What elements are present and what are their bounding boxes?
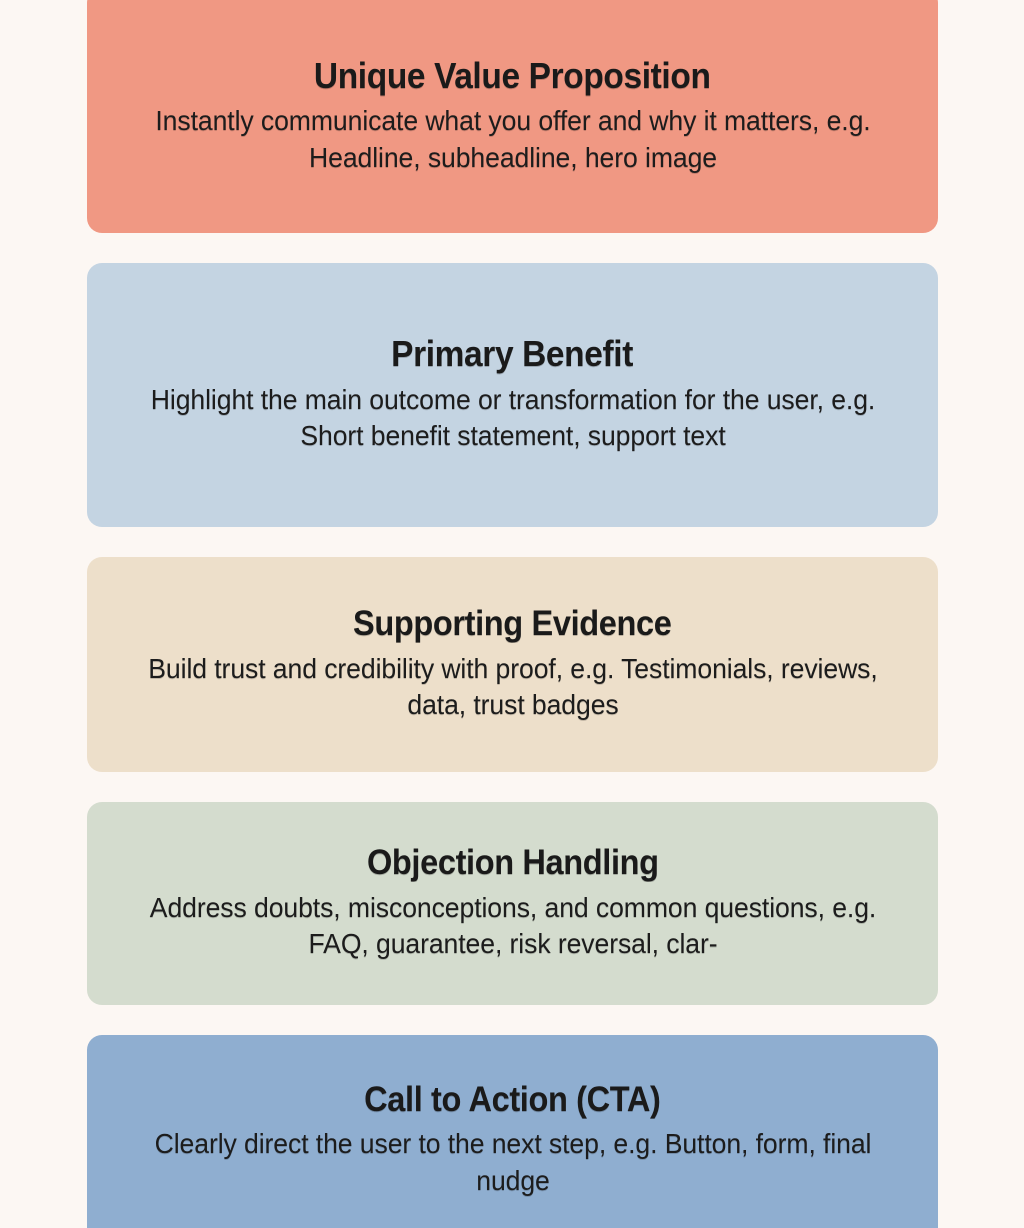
card-title: Objection Handling: [366, 843, 659, 883]
card-objection-handling[interactable]: Objection Handling Address doubts, misco…: [87, 802, 938, 1005]
card-stack: Unique Value Proposition Instantly commu…: [87, 0, 938, 1228]
card-supporting-evidence[interactable]: Supporting Evidence Build trust and cred…: [87, 557, 938, 772]
card-description: Clearly direct the user to the next step…: [154, 1128, 871, 1196]
card-title: Unique Value Proposition: [314, 54, 711, 96]
card-description: Instantly communicate what you offer and…: [154, 105, 871, 173]
card-description: Highlight the main outcome or transforma…: [150, 383, 875, 452]
card-description: Address doubts, misconceptions, and comm…: [149, 891, 876, 960]
card-title: Supporting Evidence: [353, 604, 672, 644]
card-unique-value-proposition[interactable]: Unique Value Proposition Instantly commu…: [87, 0, 938, 233]
card-primary-benefit[interactable]: Primary Benefit Highlight the main outco…: [87, 263, 938, 527]
card-title: Call to Action (CTA): [364, 1079, 661, 1119]
card-description: Build trust and credibility with proof, …: [147, 652, 878, 721]
card-title: Primary Benefit: [391, 333, 634, 375]
card-call-to-action[interactable]: Call to Action (CTA) Clearly direct the …: [87, 1035, 938, 1228]
